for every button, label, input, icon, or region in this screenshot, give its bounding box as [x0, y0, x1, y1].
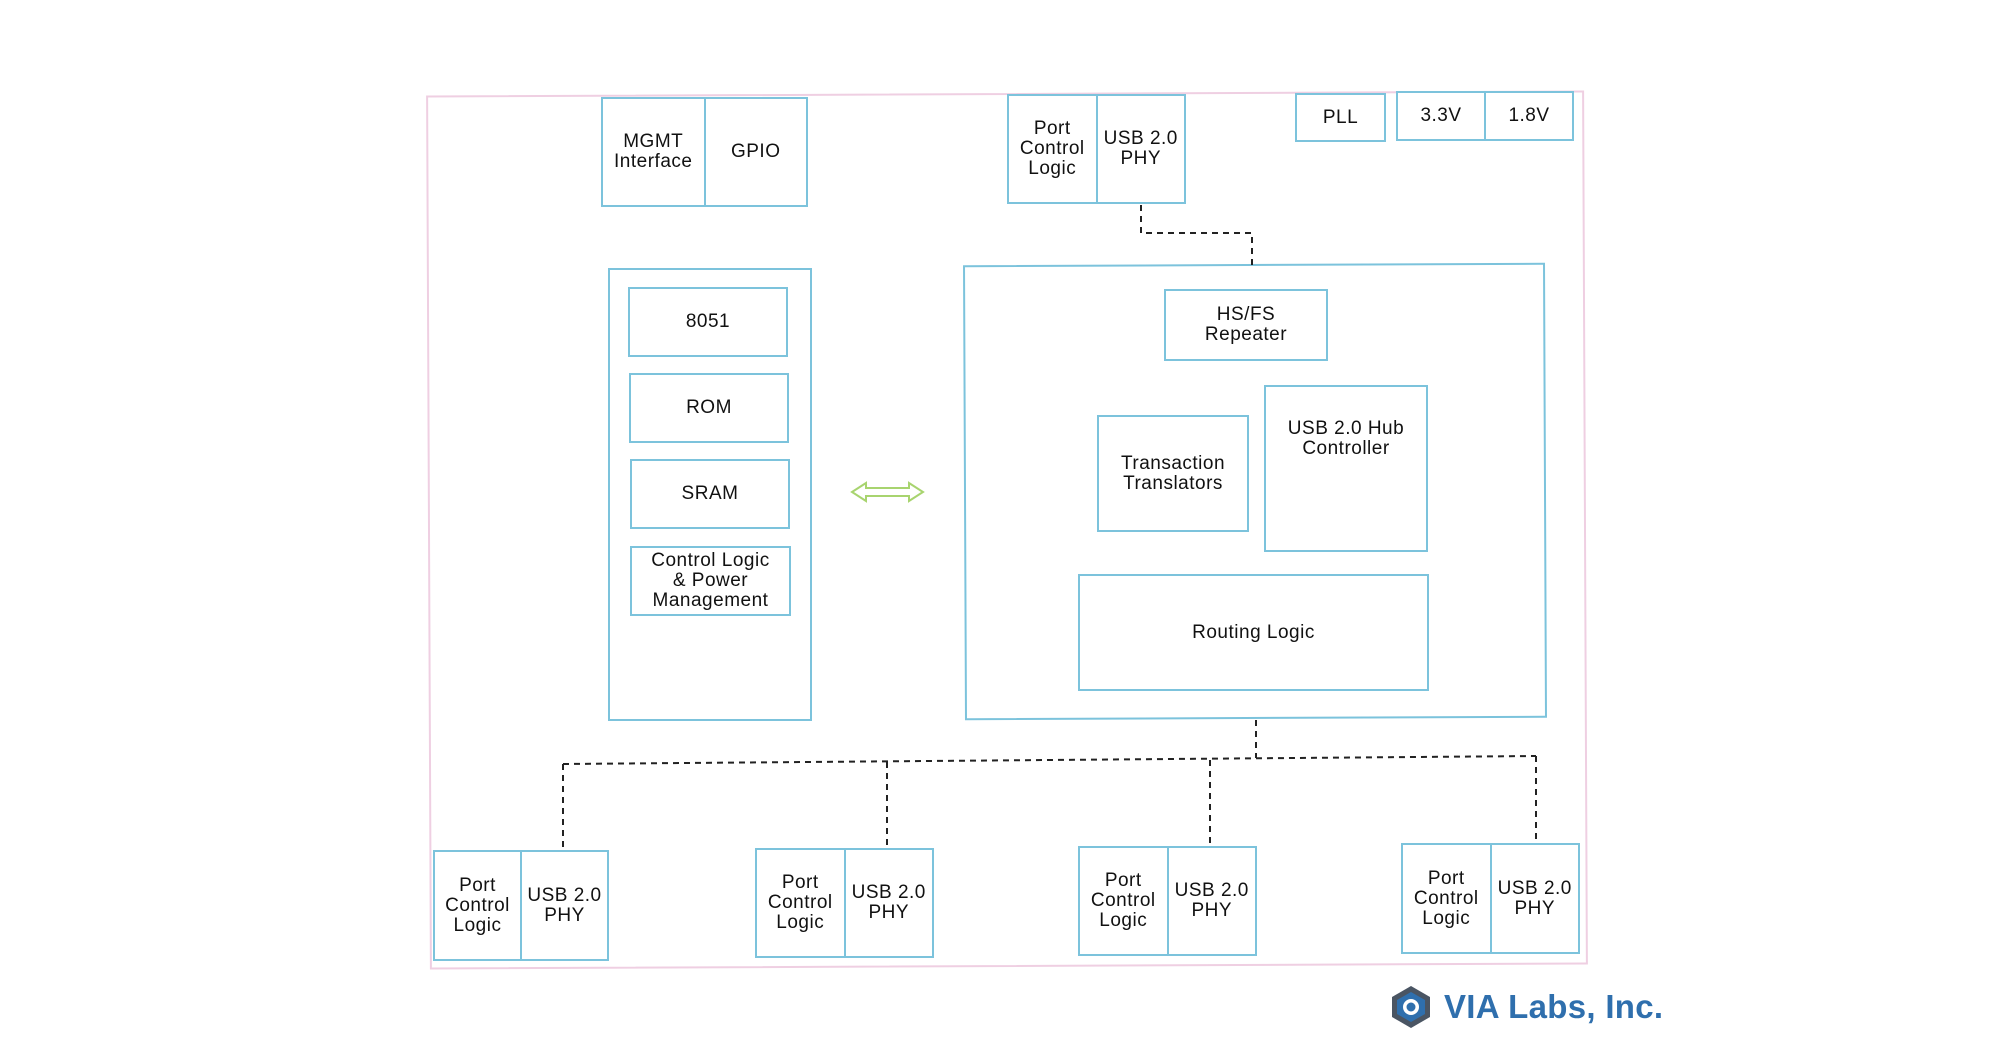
hub-controller-block: USB 2.0 Hub Controller — [1264, 385, 1428, 552]
rom-block: ROM — [629, 373, 789, 443]
hub-controller-label: USB 2.0 Hub Controller — [1287, 417, 1405, 459]
via-labs-logo-icon — [1392, 986, 1430, 1028]
port-1-usb-phy: USB 2.0 PHY — [520, 852, 607, 959]
sram-block: SRAM — [630, 459, 790, 529]
port-4-control-logic: Port Control Logic — [1413, 867, 1479, 929]
routing-logic-label: Routing Logic — [1192, 621, 1315, 643]
downstream-port-1: Port Control Logic USB 2.0 PHY — [433, 850, 609, 961]
transaction-translators-block: Transaction Translators — [1097, 415, 1249, 532]
port-3-control-logic: Port Control Logic — [1090, 870, 1156, 931]
hs-fs-repeater-label: HS/FS Repeater — [1204, 304, 1288, 345]
transaction-translators-label: Transaction Translators — [1120, 452, 1226, 494]
rom-label: ROM — [686, 397, 732, 418]
downstream-port-3: Port Control Logic USB 2.0 PHY — [1078, 846, 1257, 956]
downstream-bus-line — [562, 755, 1537, 765]
voltage-1v8-label: 1.8V — [1484, 93, 1572, 139]
routing-logic-block: Routing Logic — [1078, 574, 1429, 691]
upstream-link-line — [1140, 205, 1253, 265]
upstream-port-control-logic: Port Control Logic — [1019, 118, 1085, 179]
cpu-8051-block: 8051 — [628, 287, 788, 357]
mgmt-gpio-block: MGMT Interface GPIO — [601, 97, 808, 207]
pll-label: PLL — [1322, 106, 1359, 128]
port-3-usb-phy: USB 2.0 PHY — [1166, 848, 1256, 954]
upstream-usb-phy: USB 2.0 PHY — [1095, 96, 1185, 202]
sram-label: SRAM — [681, 483, 739, 504]
gpio-label: GPIO — [703, 99, 807, 205]
port-1-control-logic: Port Control Logic — [445, 874, 510, 936]
upstream-port-block: Port Control Logic USB 2.0 PHY — [1007, 94, 1186, 204]
mgmt-interface-label: MGMT Interface — [614, 131, 693, 172]
port-4-usb-phy: USB 2.0 PHY — [1489, 845, 1579, 952]
bidirectional-arrow — [850, 481, 925, 503]
via-labs-logo: VIA Labs, Inc. — [1388, 984, 1663, 1030]
hs-fs-repeater-block: HS/FS Repeater — [1164, 289, 1328, 361]
port-2-control-logic: Port Control Logic — [767, 872, 833, 933]
control-power-block: Control Logic & Power Management — [630, 546, 791, 616]
downstream-port-4: Port Control Logic USB 2.0 PHY — [1401, 843, 1580, 954]
cpu-8051-label: 8051 — [685, 311, 731, 332]
port-2-usb-phy: USB 2.0 PHY — [843, 850, 933, 956]
control-power-label: Control Logic & Power Management — [651, 550, 770, 611]
voltage-3v3-label: 3.3V — [1420, 105, 1462, 126]
downstream-port-2: Port Control Logic USB 2.0 PHY — [755, 848, 934, 958]
mcu-container — [608, 268, 812, 721]
voltage-block: 3.3V 1.8V — [1396, 91, 1574, 141]
pll-block: PLL — [1295, 93, 1386, 142]
brand-name: VIA Labs, Inc. — [1444, 988, 1664, 1025]
